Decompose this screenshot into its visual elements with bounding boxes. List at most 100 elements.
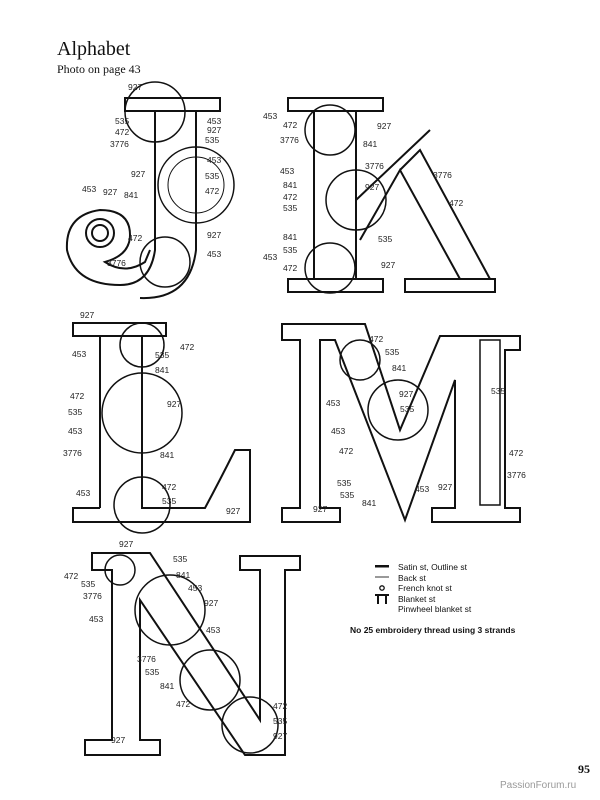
thread-label-n: 472 [64,571,78,581]
thread-label-k: 535 [283,245,297,255]
thread-label-n: 535 [81,579,95,589]
thread-label-m: 927 [399,389,413,399]
thread-label-j: 841 [124,190,138,200]
thread-label-k: 472 [283,192,297,202]
thread-label-j: 453 [207,249,221,259]
legend-label: French knot st [398,583,452,593]
thread-label-j: 927 [207,230,221,240]
thread-label-j: 927 [128,82,142,92]
thread-label-k: 472 [449,198,463,208]
thread-label-k: 927 [365,182,379,192]
thread-label-l: 927 [167,399,181,409]
thread-label-m: 841 [392,363,406,373]
thread-label-k: 3776 [433,170,452,180]
thread-label-k: 927 [377,121,391,131]
thread-label-k: 453 [263,111,277,121]
thread-label-m: 841 [362,498,376,508]
thread-label-m: 472 [509,448,523,458]
thread-label-n: 535 [145,667,159,677]
thread-label-n: 535 [173,554,187,564]
thread-label-l: 453 [68,426,82,436]
legend-label: Pinwheel blanket st [398,604,472,614]
thread-label-m: 535 [340,490,354,500]
thread-label-n: 453 [89,614,103,624]
page-title: Alphabet [57,38,131,60]
thread-label-n: 3776 [137,654,156,664]
thread-label-n: 3776 [83,591,102,601]
thread-label-k: 841 [283,180,297,190]
thread-label-l: 927 [80,310,94,320]
thread-label-m: 927 [313,504,327,514]
thread-label-m: 3776 [507,470,526,480]
thread-label-j: 927 [103,187,117,197]
thread-label-j: 535 [205,135,219,145]
dot-icon [374,584,390,592]
thread-label-l: 472 [162,482,176,492]
thread-label-j: 3776 [110,139,129,149]
thread-label-k: 535 [378,234,392,244]
thread-label-j: 927 [131,169,145,179]
letter-n [84,552,301,756]
watermark: PassionForum.ru [500,780,577,791]
thread-label-j: 453 [207,116,221,126]
thread-label-n: 927 [273,731,287,741]
letter-m [281,323,521,523]
legend-label: Back st [398,572,426,583]
thread-label-l: 535 [155,350,169,360]
legend-item: Satin st, Outline st [374,562,471,573]
letter-j [65,81,235,300]
thread-label-m: 535 [400,404,414,414]
thread-label-n: 841 [160,681,174,691]
thread-label-l: 841 [160,450,174,460]
legend-item: Back st [374,573,471,584]
thread-label-m: 472 [339,446,353,456]
thread-label-j: 927 [207,125,221,135]
thread-label-j: 472 [115,127,129,137]
thread-label-n: 927 [204,598,218,608]
stitch-legend: Satin st, Outline st Back st French knot… [374,562,471,615]
blanket-icon [374,593,390,604]
thread-label-l: 472 [180,342,194,352]
page-subtitle: Photo on page 43 [57,62,141,76]
thread-label-k: 453 [263,252,277,262]
thread-label-l: 535 [68,407,82,417]
thread-label-n: 453 [206,625,220,635]
legend-item: Blanket st [374,594,471,605]
thread-label-j: 472 [128,233,142,243]
page-number: 95 [578,762,590,776]
thread-label-n: 927 [119,539,133,549]
thread-label-j: 453 [207,155,221,165]
thread-label-k: 472 [283,120,297,130]
thread-label-j: 3776 [107,258,126,268]
thread-label-k: 3776 [365,161,384,171]
thread-label-n: 453 [188,583,202,593]
solid-line-icon [374,565,390,569]
thread-label-m: 927 [438,482,452,492]
thread-label-m: 453 [331,426,345,436]
thread-label-n: 927 [111,735,125,745]
thread-label-m: 472 [369,334,383,344]
thread-label-n: 535 [273,716,287,726]
thread-label-l: 453 [76,488,90,498]
thread-label-n: 841 [176,570,190,580]
thread-label-l: 3776 [63,448,82,458]
thread-label-k: 927 [381,260,395,270]
thread-label-n: 472 [273,701,287,711]
gray-line-icon [374,575,390,580]
letter-l [72,322,251,534]
thread-label-k: 453 [280,166,294,176]
thread-label-k: 841 [283,232,297,242]
thread-label-m: 453 [415,484,429,494]
thread-label-l: 472 [70,391,84,401]
thread-label-j: 472 [205,186,219,196]
thread-label-m: 535 [385,347,399,357]
thread-label-k: 841 [363,139,377,149]
thread-label-j: 535 [205,171,219,181]
thread-label-m: 535 [337,478,351,488]
thread-label-k: 3776 [280,135,299,145]
letter-k [287,97,496,294]
thread-label-m: 453 [326,398,340,408]
thread-label-l: 535 [162,496,176,506]
